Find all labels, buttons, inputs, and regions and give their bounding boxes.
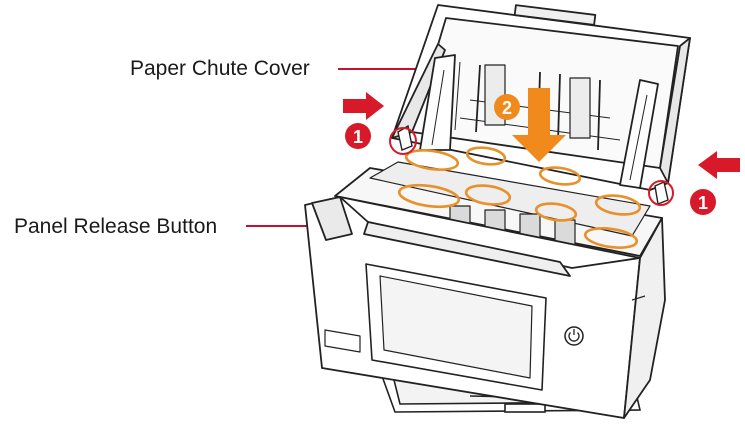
power-button-icon xyxy=(564,326,584,346)
push-arrow-icon xyxy=(698,151,740,179)
roller-highlight xyxy=(465,146,507,166)
roller-highlight xyxy=(594,194,642,216)
latch-highlight-right xyxy=(648,180,674,206)
step-1-left-label: 1 xyxy=(353,127,363,147)
down-arrow-icon xyxy=(512,88,566,162)
roller-highlight xyxy=(397,183,461,209)
roller-highlight xyxy=(583,227,639,249)
roller-highlight xyxy=(404,149,460,171)
paper-chute-cover-label: Paper Chute Cover xyxy=(130,57,310,80)
panel-latch-right xyxy=(654,181,669,205)
scanner-body xyxy=(304,161,666,419)
step-number-icon: 1 xyxy=(690,189,716,215)
step-number-icon: 2 xyxy=(494,94,520,120)
roller-highlights xyxy=(397,146,642,249)
step-2-label: 2 xyxy=(502,98,512,118)
roller-highlight xyxy=(534,202,578,222)
step-1-right-label: 1 xyxy=(698,193,708,213)
roller-highlight xyxy=(538,166,582,186)
panel-release-button-label: Panel Release Button xyxy=(14,215,218,238)
step-number-icon: 1 xyxy=(345,123,371,149)
push-arrow-icon xyxy=(343,92,384,120)
roller-highlight xyxy=(464,184,512,206)
latch-highlight-left xyxy=(389,127,417,155)
